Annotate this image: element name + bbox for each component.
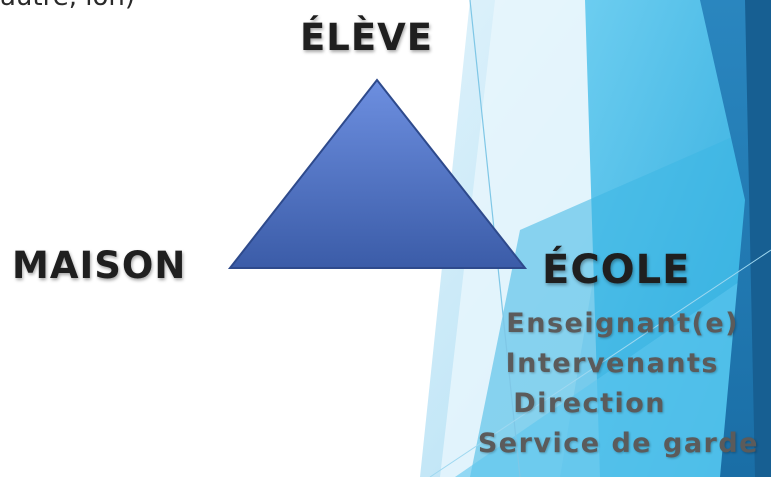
triangle-shape bbox=[227, 78, 528, 269]
list-item: Direction bbox=[513, 388, 666, 419]
left-label: MAISON bbox=[12, 244, 187, 287]
facet-dark-2 bbox=[745, 0, 771, 477]
facet-line-2 bbox=[429, 249, 771, 477]
right-label: ÉCOLE bbox=[542, 247, 691, 293]
list-item: Intervenants bbox=[505, 348, 719, 379]
apex-label: ÉLÈVE bbox=[300, 16, 434, 59]
list-item: Service de garde bbox=[477, 428, 759, 459]
facet-mid-3 bbox=[455, 260, 771, 477]
school-members-list: Enseignant(e) Intervenants Direction Ser… bbox=[439, 304, 759, 464]
clipped-top-text: autre, lon) bbox=[0, 0, 135, 12]
list-item: Enseignant(e) bbox=[506, 308, 739, 339]
